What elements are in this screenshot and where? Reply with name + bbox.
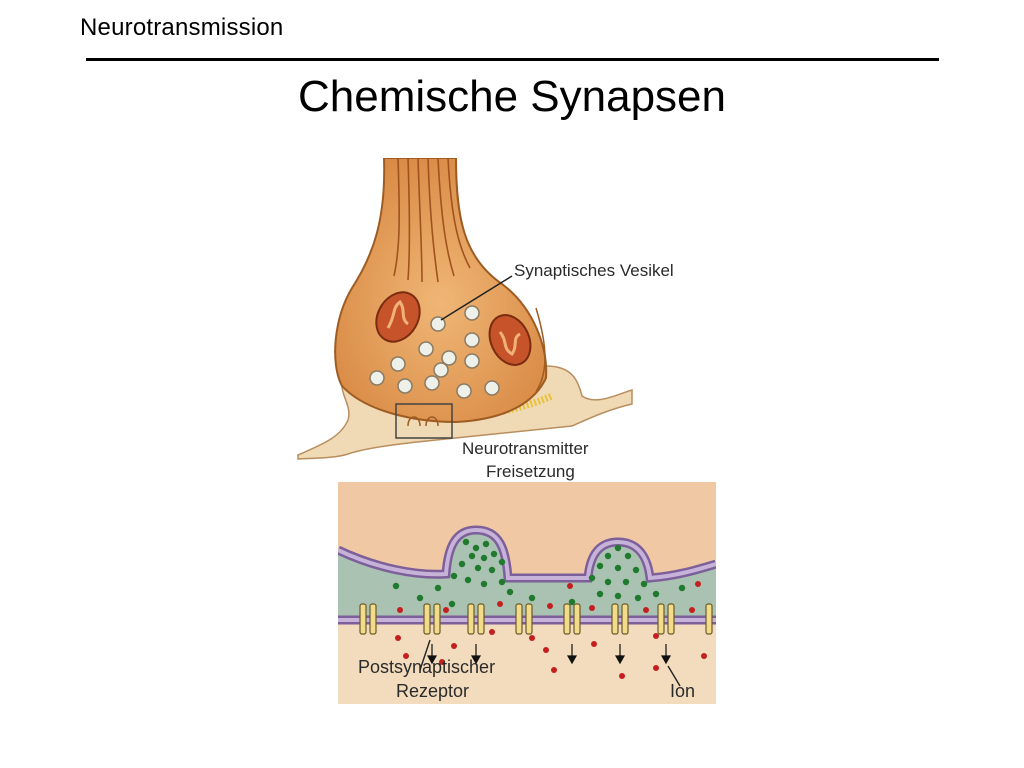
axon-fibers [393, 158, 471, 283]
vesicle [397, 378, 413, 394]
ion-leader-line [667, 665, 681, 687]
synaptic-vesicles [369, 305, 500, 399]
label-synaptic-vesicle: Synaptisches Vesikel [514, 261, 674, 280]
vesicle [464, 305, 480, 321]
header-title: Neurotransmission [80, 14, 284, 41]
zoom-region-box [395, 403, 453, 439]
vesicle [424, 375, 440, 391]
label-receptor: Rezeptor [396, 681, 469, 701]
label-release: Freisetzung [486, 462, 575, 481]
vesicle [433, 362, 449, 378]
receptor [467, 603, 485, 635]
vesicle [464, 353, 480, 369]
receptor [611, 603, 629, 635]
synaptic-cleft [338, 530, 716, 616]
vesicle [369, 370, 385, 386]
label-neurotransmitter: Neurotransmitter [462, 439, 589, 458]
slide-title: Chemische Synapsen [297, 72, 726, 121]
receptor [657, 603, 675, 635]
mitochondrion-right [488, 314, 532, 366]
synapse-illustration: Synaptisches Vesikel Neurotransmitter Fr… [297, 158, 716, 704]
postsynaptic-receptors [359, 603, 713, 635]
receptor-leader-line [419, 639, 431, 671]
ion-flow-arrows [426, 644, 672, 665]
vesicle [390, 356, 406, 372]
presynaptic-panel: Synaptisches Vesikel Neurotransmitter Fr… [297, 158, 674, 481]
synapse-figure: Synaptisches Vesikel Neurotransmitter Fr… [296, 158, 720, 704]
mitochondrion-left [375, 291, 421, 343]
axon [334, 158, 548, 424]
receptor [359, 603, 377, 635]
receptor [705, 603, 713, 635]
vesicle [484, 380, 500, 396]
receptor [515, 603, 533, 635]
vesicle [418, 341, 434, 357]
vesicle-leader-line [440, 275, 513, 321]
vesicle [464, 332, 480, 348]
vesicle [456, 383, 472, 399]
receptor [423, 603, 441, 635]
neurotransmitter-molecules [392, 538, 686, 608]
zoom-panel: Postsynaptischer Rezeptor Ion [338, 482, 716, 704]
label-postsynaptic: Postsynaptischer [358, 657, 495, 677]
vesicle [441, 350, 457, 366]
receptor [563, 603, 581, 635]
header-divider [86, 58, 939, 61]
label-ion: Ion [670, 681, 695, 701]
